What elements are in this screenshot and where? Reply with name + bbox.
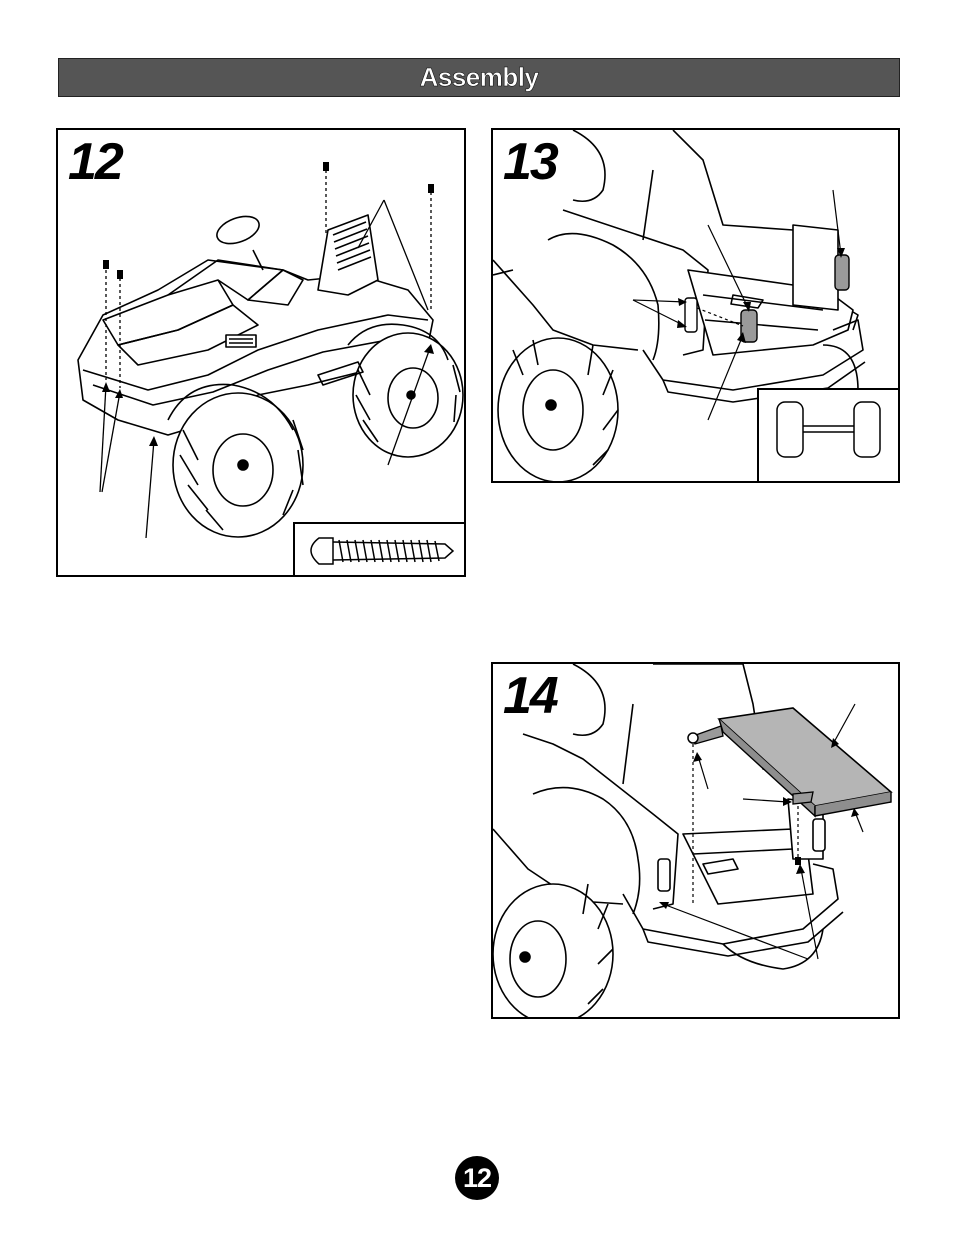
screw-icon (295, 524, 466, 577)
step-number: 12 (68, 136, 128, 188)
step-13-panel: 13 (491, 128, 900, 483)
step-12-panel: 12 (56, 128, 466, 577)
screw-inset (293, 522, 466, 577)
step-14-panel: 14 (491, 662, 900, 1019)
tail-light-pair-icon (759, 390, 900, 483)
tail-light-inset (757, 388, 900, 483)
page-number: 12 (455, 1156, 499, 1200)
section-header: Assembly (58, 58, 900, 97)
step-number: 13 (503, 136, 563, 188)
truck-front-illustration (58, 130, 464, 575)
section-title: Assembly (420, 62, 539, 93)
step-number: 14 (503, 670, 563, 722)
